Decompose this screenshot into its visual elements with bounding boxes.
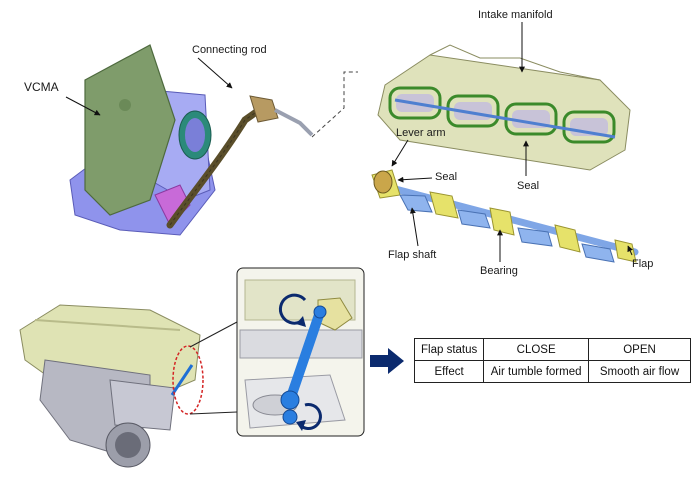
- table-cell: CLOSE: [483, 338, 590, 361]
- seal-label-top: Seal: [435, 171, 458, 183]
- flap-shaft-label: Flap shaft: [388, 249, 437, 261]
- table-row: Effect Air tumble formed Smooth air flow: [413, 360, 691, 383]
- vcma-actuator: [69, 44, 216, 236]
- flap-shaft-assembly: [371, 169, 639, 263]
- flap-status-table: Flap status CLOSE OPEN Effect Air tumble…: [413, 338, 691, 383]
- flap-label: Flap: [632, 258, 654, 270]
- connecting-rod: [166, 95, 314, 229]
- table-cell: OPEN: [588, 338, 691, 361]
- table-cell: Air tumble formed: [483, 360, 590, 383]
- table-cell: Flap status: [413, 338, 485, 361]
- intake-manifold: [377, 44, 631, 171]
- bearing-label: Bearing: [480, 265, 518, 277]
- table-cell: Effect: [413, 360, 485, 383]
- lever-arm-label: Lever arm: [396, 127, 446, 139]
- connecting-rod-label: Connecting rod: [192, 44, 267, 56]
- table-row: Flap status CLOSE OPEN: [413, 338, 691, 361]
- seal-label-right: Seal: [517, 180, 540, 192]
- engine-intake-assembly: [19, 304, 204, 468]
- table-cell: Smooth air flow: [588, 360, 691, 383]
- inset-detail: [236, 267, 365, 437]
- vcma-label: VCMA: [24, 80, 59, 94]
- to-table-arrow: [370, 348, 404, 374]
- intake-manifold-label: Intake manifold: [478, 9, 553, 21]
